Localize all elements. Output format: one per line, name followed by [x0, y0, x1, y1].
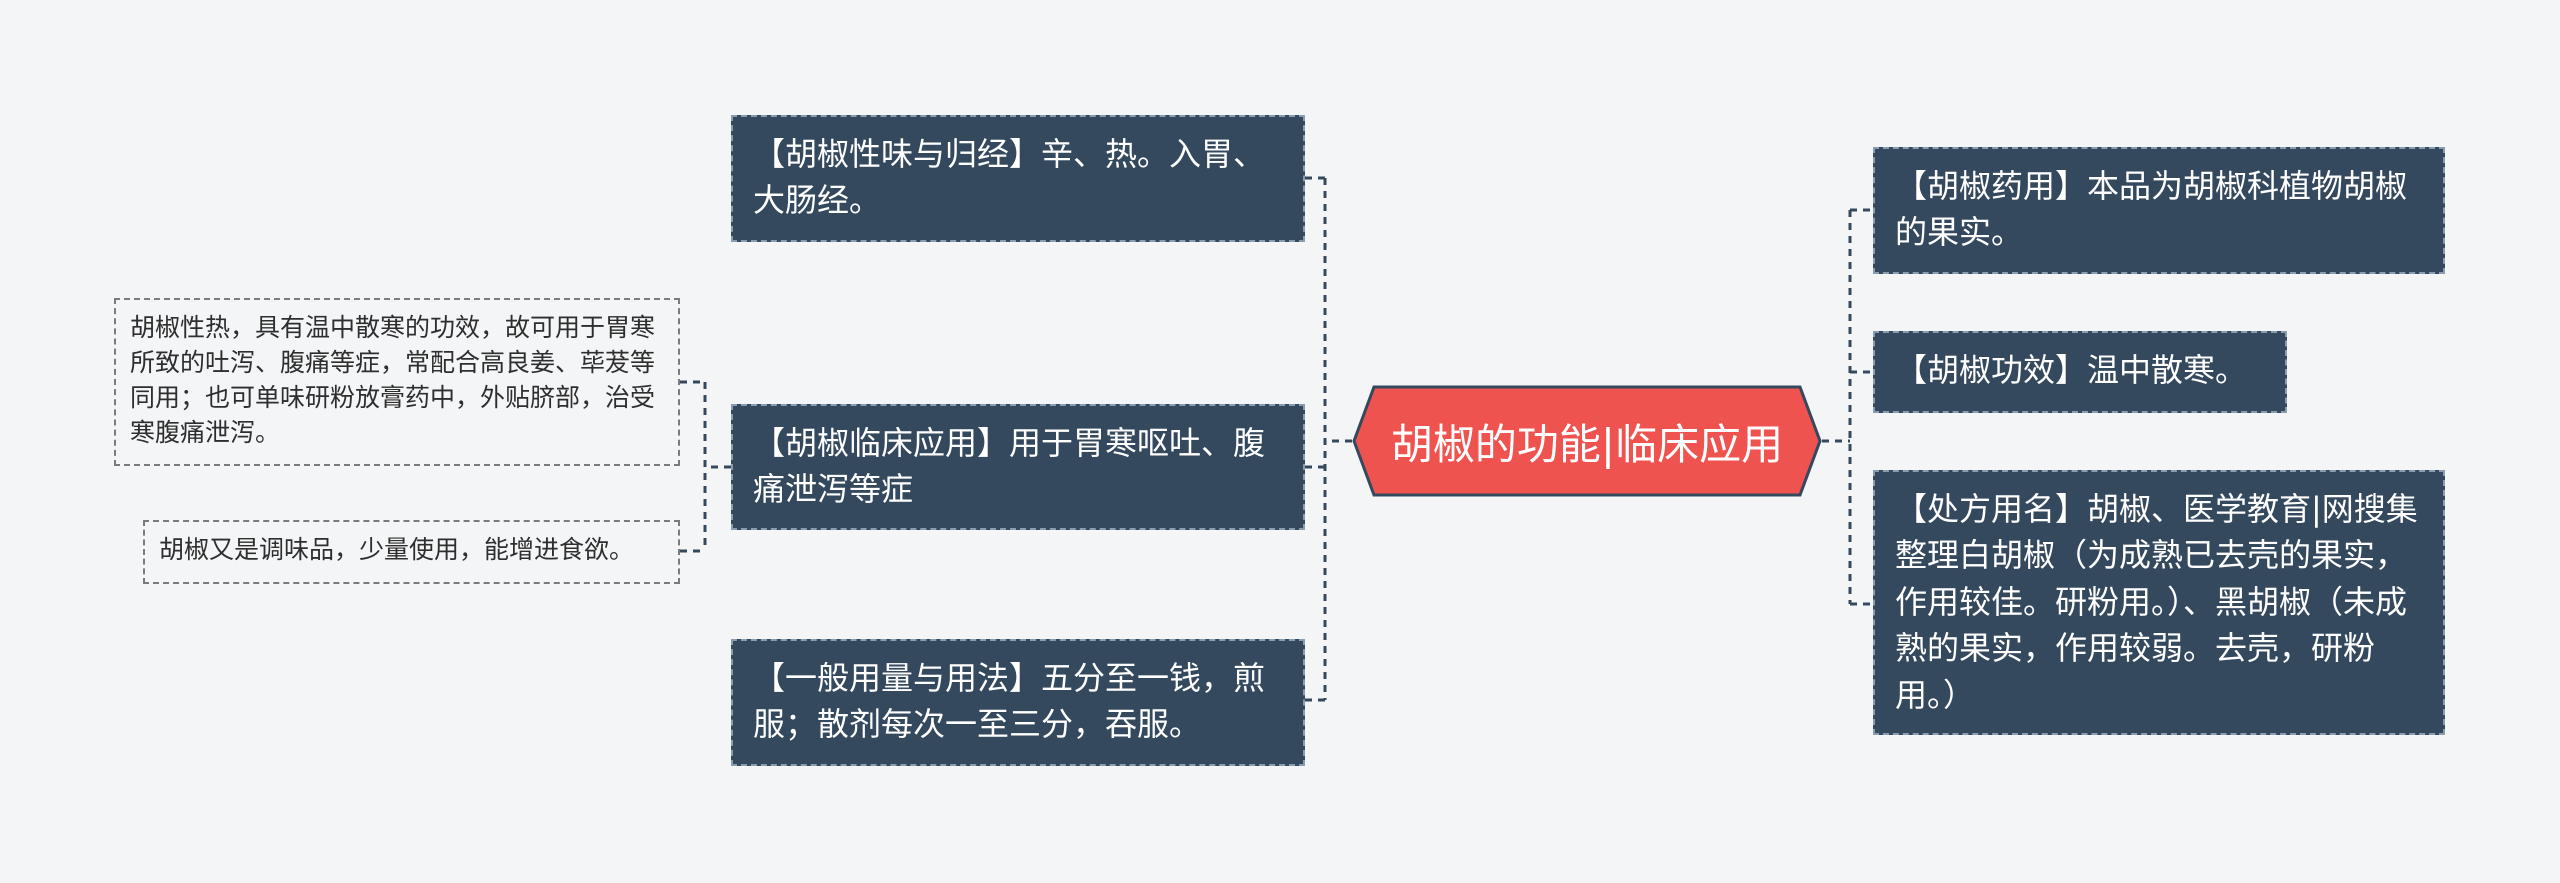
node-dosage-usage[interactable]: 【一般用量与用法】五分至一钱，煎服；散剂每次一至三分，吞服。	[731, 639, 1305, 766]
node-label: 【胡椒功效】温中散寒。	[1895, 351, 2248, 389]
node-pepper-medicinal[interactable]: 【胡椒药用】本品为胡椒科植物胡椒的果实。	[1873, 147, 2445, 274]
leaf-condiment[interactable]: 胡椒又是调味品，少量使用，能增进食欲。	[143, 520, 680, 584]
node-label: 【胡椒临床应用】用于胃寒呕吐、腹痛泄泻等症	[753, 424, 1266, 509]
central-topic-label: 胡椒的功能|临床应用	[1390, 419, 1784, 469]
leaf-warming-effect[interactable]: 胡椒性热，具有温中散寒的功效，故可用于胃寒所致的吐泻、腹痛等症，常配合高良姜、荜…	[114, 298, 680, 466]
central-topic-shape	[1352, 385, 1822, 497]
central-topic[interactable]: 胡椒的功能|临床应用	[1352, 385, 1822, 497]
node-label: 【一般用量与用法】五分至一钱，煎服；散剂每次一至三分，吞服。	[753, 659, 1266, 744]
node-pepper-clinical-use[interactable]: 【胡椒临床应用】用于胃寒呕吐、腹痛泄泻等症	[731, 404, 1305, 530]
node-label: 【处方用名】胡椒、医学教育|网搜集整理白胡椒（为成熟已去壳的果实，作用较佳。研粉…	[1895, 490, 2418, 714]
leaf-label: 胡椒性热，具有温中散寒的功效，故可用于胃寒所致的吐泻、腹痛等症，常配合高良姜、荜…	[130, 313, 656, 447]
node-label: 【胡椒性味与归经】辛、热。入胃、大肠经。	[753, 135, 1266, 220]
node-pepper-efficacy[interactable]: 【胡椒功效】温中散寒。	[1873, 331, 2287, 413]
leaf-label: 胡椒又是调味品，少量使用，能增进食欲。	[159, 535, 635, 564]
node-prescription-names[interactable]: 【处方用名】胡椒、医学教育|网搜集整理白胡椒（为成熟已去壳的果实，作用较佳。研粉…	[1873, 470, 2445, 735]
node-label: 【胡椒药用】本品为胡椒科植物胡椒的果实。	[1895, 167, 2408, 252]
node-pepper-nature-meridian[interactable]: 【胡椒性味与归经】辛、热。入胃、大肠经。	[731, 115, 1305, 242]
